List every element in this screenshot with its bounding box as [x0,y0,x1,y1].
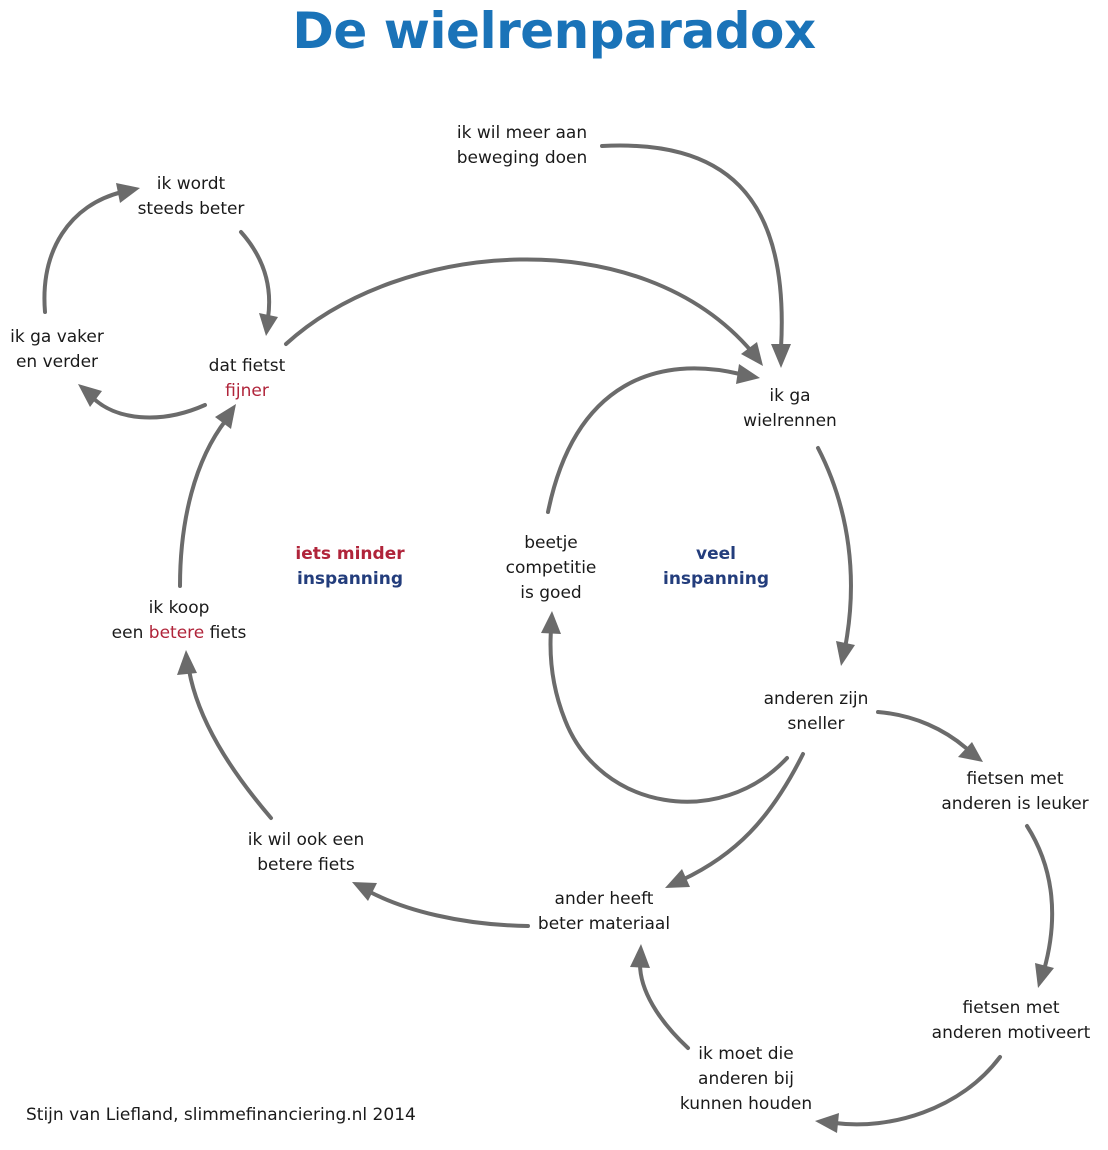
node-text-line: ander heeft [554,889,654,909]
node-text-highlight: fijner [225,381,269,401]
diagram-title: De wielrenparadox [292,2,816,60]
node-fietst-fijner: dat fietst fijner [209,354,286,404]
label-veel-inspanning: veel inspanning [663,542,769,592]
arrow-motiveert-to-bijhouden [815,1055,1002,1133]
node-text-line: ik wil meer aan [456,123,588,143]
node-text-line: competitie [505,558,597,578]
node-text-line: fietsen met [966,769,1064,789]
node-text-line: ik moet die [698,1044,794,1064]
label-text-line: iets minder [295,544,405,564]
node-ga-wielrennen: ik ga wielrennen [743,384,837,434]
node-text-line: anderen bij [698,1069,794,1089]
node-text-line: anderen is leuker [941,794,1089,814]
node-competitie: beetje competitie is goed [506,531,597,606]
node-text-line-mixed: een betere fiets [112,621,247,646]
node-text-line: beweging doen [456,148,588,168]
node-text-line: steeds beter [137,199,245,219]
node-motiveert: fietsen met anderen motiveert [932,996,1091,1046]
node-text-line: betere fiets [257,855,355,875]
node-text-fragment: een [111,623,149,643]
arrow-fijner-to-vaker [78,384,207,420]
arrow-competitie-to-wielrennen [546,364,760,514]
node-wordt-beter: ik wordt steeds beter [138,172,245,222]
node-text-line: fietsen met [962,998,1060,1018]
label-iets-minder-inspanning: iets minder inspanning [295,542,404,592]
node-bijhouden: ik moet die anderen bij kunnen houden [680,1042,812,1117]
arrow-leuker-to-motiveert [1025,824,1055,988]
credit-text: Stijn van Liefland, slimmefinanciering.n… [26,1105,416,1125]
arrow-wielrennen-to-sneller [816,446,855,666]
node-text-line: ik koop [148,598,210,618]
node-text-line: anderen motiveert [931,1023,1091,1043]
arrow-fijner-to-wielrennen [284,257,763,366]
arrow-bijhouden-to-materiaal [630,944,690,1050]
arrow-ookfiets-to-koop [177,650,273,820]
arrow-beweging-to-wielrennen [600,143,791,368]
node-text-line: wielrennen [743,411,837,431]
node-vaker-verder: ik ga vaker en verder [10,325,104,375]
arrow-materiaal-to-ookfiets [352,882,530,928]
label-text-line: veel [696,544,736,564]
label-text-line: inspanning [663,569,769,589]
node-text-line: beter materiaal [537,914,671,934]
node-text-line: ik ga [769,386,811,406]
node-text-line: en verder [15,352,99,372]
node-text-line: ik ga vaker [10,327,104,347]
node-text-line: dat fietst [208,356,286,376]
label-text-line: inspanning [297,569,403,589]
arrow-koop-to-fijner [178,404,236,588]
node-materiaal: ander heeft beter materiaal [538,887,670,937]
node-meer-beweging: ik wil meer aan beweging doen [457,121,588,171]
node-text-line: ik wil ook een [247,830,365,850]
node-text-fragment: fiets [204,623,247,643]
arrow-vaker-to-beter [42,183,140,314]
node-text-highlight: betere [148,623,205,643]
arrow-sneller-to-materiaal [665,752,805,888]
node-text-line: anderen zijn [763,689,869,709]
node-sneller: anderen zijn sneller [764,687,869,737]
node-ook-fiets: ik wil ook een betere fiets [248,828,364,878]
node-koop-fiets: ik koop een betere fiets [112,596,247,646]
arrow-beter-to-fijner [239,230,278,336]
arrow-sneller-to-competitie [541,611,789,804]
node-text-line: beetje [524,533,578,553]
node-leuker: fietsen met anderen is leuker [941,767,1088,817]
node-text-line: ik wordt [156,174,226,194]
node-text-line: is goed [520,583,582,603]
arrow-sneller-to-leuker [876,710,983,762]
node-text-line: sneller [787,714,845,734]
node-text-line: kunnen houden [679,1094,813,1114]
